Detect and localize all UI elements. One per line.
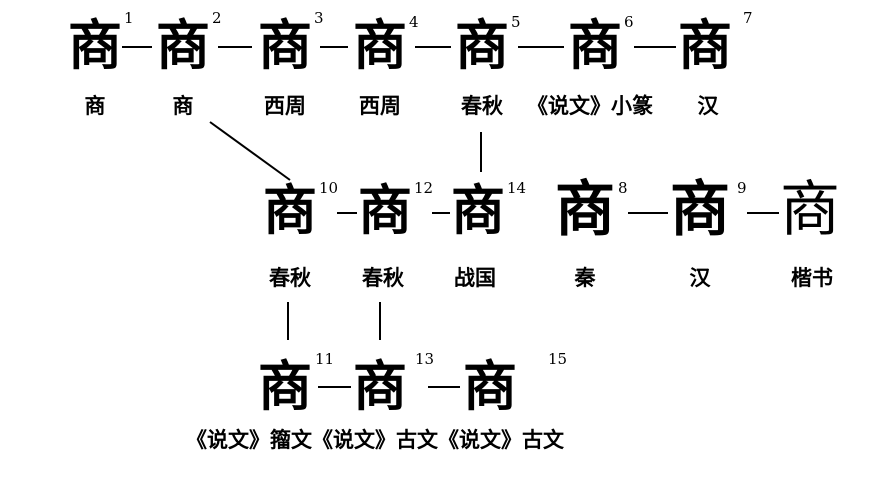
- glyph-number: 4: [409, 13, 419, 31]
- glyph-number: 9: [737, 179, 747, 197]
- connector-dash: [747, 212, 779, 214]
- period-label: 《说文》小篆: [527, 93, 653, 118]
- script-label: 楷书: [791, 265, 833, 290]
- vertical-connector: [379, 302, 381, 340]
- connector-dash: [320, 46, 348, 48]
- vertical-connector: [480, 132, 482, 172]
- diagonal-connector: [209, 121, 291, 181]
- glyph-number: 1: [124, 9, 134, 27]
- connector-dash: [428, 386, 460, 388]
- period-label: 西周: [359, 93, 401, 118]
- glyph-number: 3: [314, 9, 324, 27]
- period-label: 春秋: [461, 93, 503, 118]
- period-label: 秦: [574, 265, 596, 290]
- glyph-6: 商: [568, 13, 622, 77]
- glyph-number: 7: [743, 9, 753, 27]
- vertical-connector: [287, 302, 289, 340]
- period-label: 商: [172, 93, 194, 118]
- glyph-13: 商: [353, 354, 407, 418]
- period-label: 春秋: [269, 265, 311, 290]
- period-label: 西周: [264, 93, 306, 118]
- connector-dash: [122, 46, 152, 48]
- period-label: 汉: [689, 265, 711, 290]
- glyph-5: 商: [455, 13, 509, 77]
- glyph-number: 12: [414, 179, 434, 197]
- connector-dash: [337, 212, 357, 214]
- connector-dash: [318, 386, 351, 388]
- glyph-2: 商: [156, 13, 210, 77]
- glyph-12: 商: [358, 178, 412, 242]
- glyph-11: 商: [258, 354, 312, 418]
- glyph-10: 商: [263, 178, 317, 242]
- glyph-number: 6: [624, 13, 634, 31]
- connector-dash: [628, 212, 668, 214]
- connector-dash: [415, 46, 451, 48]
- glyph-number: 2: [212, 9, 222, 27]
- glyph-1: 商: [68, 13, 122, 77]
- glyph-8: 商: [555, 175, 615, 245]
- glyph-number: 13: [415, 350, 435, 368]
- period-label: 汉: [697, 93, 719, 118]
- glyph-14: 商: [451, 178, 505, 242]
- period-label: 战国: [454, 265, 496, 290]
- glyph-number: 15: [548, 350, 568, 368]
- glyph-7: 商: [678, 13, 732, 77]
- glyph-number: 11: [315, 350, 335, 368]
- connector-dash: [518, 46, 564, 48]
- glyph-number: 14: [507, 179, 527, 197]
- glyph-15: 商: [463, 354, 517, 418]
- connector-dash: [432, 212, 450, 214]
- connector-dash: [218, 46, 252, 48]
- period-label: 春秋: [362, 265, 404, 290]
- glyph-9: 商: [670, 175, 730, 245]
- source-label: 《说文》籀文《说文》古文《说文》古文: [186, 427, 564, 452]
- glyph-kaishu: 商: [780, 175, 840, 245]
- glyph-number: 10: [319, 179, 339, 197]
- glyph-number: 5: [511, 13, 521, 31]
- period-label: 商: [84, 93, 106, 118]
- glyph-3: 商: [258, 13, 312, 77]
- glyph-4: 商: [353, 13, 407, 77]
- glyph-number: 8: [618, 179, 628, 197]
- connector-dash: [634, 46, 676, 48]
